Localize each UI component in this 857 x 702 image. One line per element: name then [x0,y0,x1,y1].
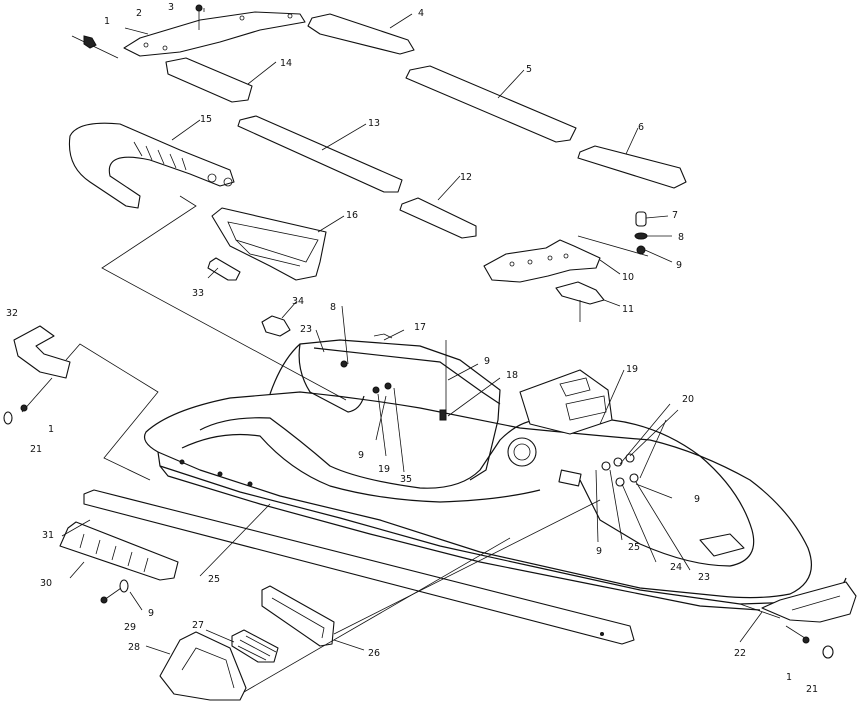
callout-1: 1 [48,424,54,435]
callout-29: 29 [124,622,136,633]
callout-31: 31 [42,530,54,541]
callout-18: 18 [506,370,518,381]
callout-1: 1 [786,672,792,683]
callout-9: 9 [148,608,154,619]
part-27-vent-grill [231,629,279,663]
callout-6: 6 [638,122,644,133]
part-5-long-pad [405,65,577,143]
callout-24: 24 [670,562,682,573]
callout-16: 16 [346,210,358,221]
callout-9: 9 [596,546,602,557]
callout-28: 28 [128,642,140,653]
callout-19: 19 [626,364,638,375]
part-16-storage-bin [211,207,327,281]
callout-34: 34 [292,296,304,307]
callout-33: 33 [192,288,204,299]
callout-10: 10 [622,272,634,283]
callout-2: 2 [136,8,142,19]
callout-9: 9 [676,260,682,271]
part-29-9-screws [100,579,129,604]
callout-23: 23 [698,572,710,583]
callout-11: 11 [622,304,634,315]
callout-32: 32 [6,308,18,319]
callout-12: 12 [460,172,472,183]
callout-25: 25 [628,542,640,553]
part-4-pad [307,13,415,55]
part-3-screw [195,4,203,30]
part-13-long-pad [237,115,403,193]
callout-9: 9 [694,494,700,505]
part-2-front-deck-pad [123,11,306,57]
part-26-side-frame [261,585,335,647]
part-17-clip [373,333,393,339]
callout-14: 14 [280,58,292,69]
callout-3: 3 [168,2,174,13]
part-7-8-9-fastener-stack [634,211,673,263]
part-33-bracket [207,257,241,281]
part-34-fitting [261,315,291,337]
callout-8: 8 [330,302,336,313]
part-1-screw [71,35,119,59]
callout-labels: 1 2 3 4 5 6 7 8 9 10 11 12 13 14 15 16 3… [6,2,818,695]
callout-35: 35 [400,474,412,485]
part-6-pad [577,145,687,189]
callout-30: 30 [40,578,52,589]
callout-5: 5 [526,64,532,75]
callout-20: 20 [682,394,694,405]
callout-15: 15 [200,114,212,125]
part-11-bracket [555,281,621,322]
leader-lines [61,8,781,693]
part-28-scoop [159,631,247,701]
part-14-pad [165,57,253,103]
part-22-bow-trim [761,581,857,623]
callout-21: 21 [806,684,818,695]
callout-7: 7 [672,210,678,221]
part-32-side-bracket [3,325,71,425]
callout-8: 8 [678,232,684,243]
callout-19: 19 [378,464,390,475]
callout-17: 17 [414,322,426,333]
callout-13: 13 [368,118,380,129]
callout-22: 22 [734,648,746,659]
part-12-pad [399,197,477,239]
callout-25: 25 [208,574,220,585]
callout-1: 1 [104,16,110,27]
callout-26: 26 [368,648,380,659]
part-25-rub-rail [83,489,635,645]
callout-9: 9 [484,356,490,367]
callout-23: 23 [300,324,312,335]
part-15-grab-handle [68,122,235,209]
part-30-31-intake-grate [59,521,179,581]
callout-4: 4 [418,8,424,19]
callout-21: 21 [30,444,42,455]
part-1-21-bow-fasteners [785,625,834,659]
callout-9: 9 [358,450,364,461]
part-10-mounting-plate [483,235,649,283]
callout-27: 27 [192,620,204,631]
hull-body [143,339,847,611]
